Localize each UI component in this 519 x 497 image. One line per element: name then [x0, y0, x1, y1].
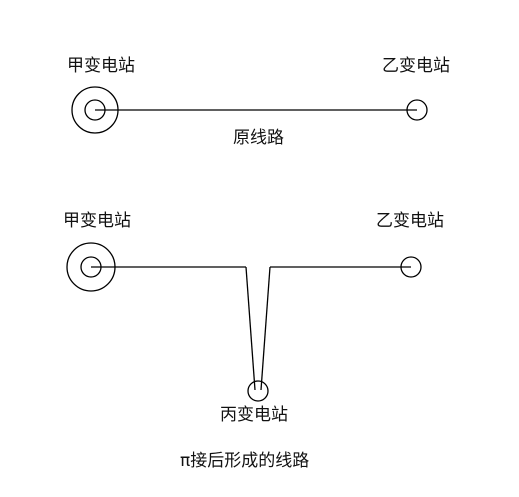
original-line-caption: 原线路: [233, 128, 284, 148]
station-c-node: [247, 380, 269, 402]
original-line-diagram: [71, 86, 428, 134]
station-b-node-pi: [400, 256, 422, 278]
station-b-label-top: 乙变电站: [382, 56, 450, 76]
station-a-label-bottom: 甲变电站: [63, 211, 131, 231]
station-c-label: 丙变电站: [220, 405, 288, 425]
station-b-label-bottom: 乙变电站: [376, 211, 444, 231]
branch-left-down: [245, 266, 256, 391]
pi-connected-line-diagram: [66, 242, 422, 402]
branch-right-down: [260, 266, 271, 391]
pi-connection-caption: π接后形成的线路: [180, 451, 310, 471]
station-b-node: [406, 99, 428, 121]
station-a-label-top: 甲变电站: [67, 56, 135, 76]
